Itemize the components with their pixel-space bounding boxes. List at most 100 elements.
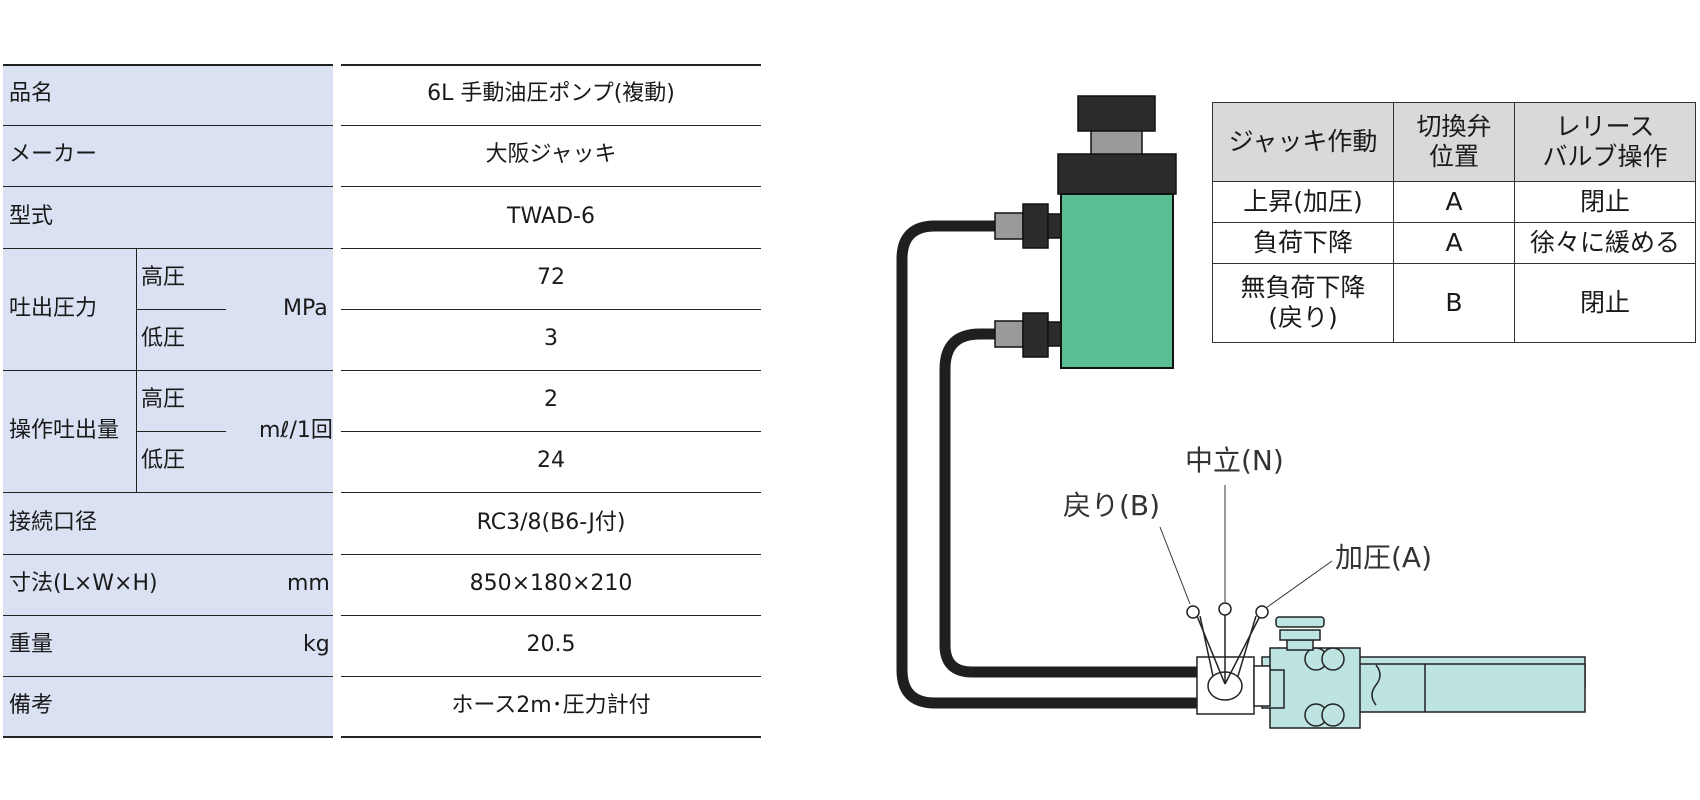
table-rule bbox=[341, 370, 761, 371]
table-rule bbox=[341, 615, 761, 616]
group-divider bbox=[136, 248, 137, 370]
table-rule bbox=[3, 736, 333, 738]
hose-inner bbox=[939, 328, 1197, 678]
pump-port bbox=[1261, 669, 1285, 709]
header-release-operation: レリース バルブ操作 bbox=[1514, 102, 1696, 182]
cell-release: 閉止 bbox=[1514, 263, 1696, 343]
value-product-name: 6L 手動油圧ポンプ(複動) bbox=[427, 81, 675, 106]
cell-release: 徐々に緩める bbox=[1514, 222, 1696, 264]
table-rule bbox=[3, 370, 333, 371]
lever-ball-n bbox=[1218, 602, 1232, 616]
label-discharge-pressure: 吐出圧力 bbox=[9, 296, 98, 321]
label-port-size: 接続口径 bbox=[9, 510, 98, 535]
release-valve-collar bbox=[1279, 629, 1321, 641]
table-rule bbox=[341, 676, 761, 677]
table-rule bbox=[341, 492, 761, 493]
value-dimensions: 850×180×210 bbox=[469, 571, 633, 596]
cylinder-body bbox=[1060, 193, 1174, 369]
selector-valve-hub bbox=[1207, 671, 1243, 701]
lever-position-b bbox=[1196, 615, 1226, 685]
table-rule bbox=[341, 64, 761, 66]
group-divider bbox=[136, 370, 137, 492]
label-discharge-volume: 操作吐出量 bbox=[9, 418, 120, 443]
table-rule bbox=[3, 615, 333, 616]
table-rule bbox=[3, 676, 333, 677]
label-neutral: 中立(N) bbox=[1185, 444, 1284, 477]
cell-position: A bbox=[1393, 181, 1515, 223]
label-remarks: 備考 bbox=[9, 693, 54, 718]
spec-table: 品名 メーカー 型式 吐出圧力 高圧 低圧 MPa 操作吐出量 高圧 低圧 mℓ… bbox=[3, 64, 761, 738]
label-weight: 重量 bbox=[9, 632, 54, 657]
coupler-body-upper bbox=[1047, 213, 1062, 239]
value-model: TWAD-6 bbox=[507, 204, 595, 229]
label-volume-low: 低圧 bbox=[141, 448, 186, 473]
pump-bolt bbox=[1321, 703, 1345, 727]
value-port-size: RC3/8(B6-J付) bbox=[476, 510, 626, 535]
leader-return bbox=[1159, 526, 1191, 605]
header-jack-action: ジャッキ作動 bbox=[1212, 102, 1394, 182]
release-valve-knob bbox=[1275, 616, 1325, 628]
release-valve-stem bbox=[1286, 639, 1314, 651]
coupler-nut-lower bbox=[1022, 312, 1049, 358]
table-rule bbox=[341, 186, 761, 187]
unit-kg: kg bbox=[303, 632, 330, 657]
label-volume-high: 高圧 bbox=[141, 387, 186, 412]
unit-mm: mm bbox=[287, 571, 330, 596]
table-rule bbox=[3, 554, 333, 555]
table-rule bbox=[3, 125, 333, 126]
table-rule bbox=[137, 309, 226, 310]
table-rule bbox=[3, 248, 333, 249]
lever-ball-b bbox=[1186, 605, 1200, 619]
header-valve-position: 切換弁 位置 bbox=[1393, 102, 1515, 182]
lever-position-a bbox=[1224, 615, 1261, 685]
value-volume-high: 2 bbox=[544, 387, 558, 412]
cell-release: 閉止 bbox=[1514, 181, 1696, 223]
cylinder-top-cap bbox=[1077, 95, 1156, 132]
valve-table-header-row: ジャッキ作動 切換弁 位置 レリース バルブ操作 bbox=[1212, 102, 1696, 182]
pump-valve-block bbox=[1269, 647, 1361, 729]
leader-pressure bbox=[1265, 560, 1333, 609]
table-rule bbox=[3, 64, 333, 66]
cell-action: 無負荷下降 (戻り) bbox=[1212, 263, 1394, 343]
label-column-background bbox=[3, 64, 333, 738]
table-rule bbox=[137, 431, 226, 432]
label-pressure-low: 低圧 bbox=[141, 326, 186, 351]
unit-ml-per-stroke: mℓ/1回 bbox=[259, 418, 333, 443]
hose-outer bbox=[896, 220, 1197, 709]
label-pressure: 加圧(A) bbox=[1335, 541, 1433, 574]
selector-valve-neck bbox=[1253, 665, 1271, 707]
selector-valve-body bbox=[1196, 656, 1255, 715]
value-pressure-low: 3 bbox=[544, 326, 558, 351]
cell-action: 上昇(加圧) bbox=[1212, 181, 1394, 223]
value-pressure-high: 72 bbox=[537, 265, 565, 290]
label-model: 型式 bbox=[9, 204, 54, 229]
valve-operation-table: ジャッキ作動 切換弁 位置 レリース バルブ操作 上昇(加圧) A 閉止 負荷下… bbox=[1212, 102, 1696, 343]
coupler-nut-upper bbox=[1022, 203, 1049, 249]
table-rule bbox=[341, 125, 761, 126]
label-product-name: 品名 bbox=[9, 81, 54, 106]
table-rule bbox=[341, 736, 761, 738]
pump-bolt bbox=[1321, 647, 1345, 671]
cell-position: A bbox=[1393, 222, 1515, 264]
coupler-nipple-lower bbox=[994, 320, 1024, 348]
label-dimensions: 寸法(L×W×H) bbox=[9, 571, 158, 596]
pump-bolt bbox=[1304, 703, 1328, 727]
coupler-body-lower bbox=[1047, 321, 1062, 347]
value-remarks: ホース2m･圧力計付 bbox=[451, 693, 651, 718]
cylinder-rod bbox=[1090, 130, 1143, 157]
value-maker: 大阪ジャッキ bbox=[485, 142, 617, 167]
coupler-nipple-upper bbox=[994, 212, 1024, 240]
table-row: 無負荷下降 (戻り) B 閉止 bbox=[1212, 263, 1696, 343]
table-row: 上昇(加圧) A 閉止 bbox=[1212, 181, 1696, 223]
table-rule bbox=[341, 554, 761, 555]
table-row: 負荷下降 A 徐々に緩める bbox=[1212, 222, 1696, 264]
label-pressure-high: 高圧 bbox=[141, 265, 186, 290]
cell-action: 負荷下降 bbox=[1212, 222, 1394, 264]
lever-outline bbox=[1199, 615, 1214, 677]
table-rule bbox=[341, 431, 761, 432]
cell-position: B bbox=[1393, 263, 1515, 343]
table-rule bbox=[3, 492, 333, 493]
unit-mpa: MPa bbox=[283, 296, 328, 321]
label-return: 戻り(B) bbox=[1063, 489, 1161, 522]
label-maker: メーカー bbox=[9, 142, 98, 167]
